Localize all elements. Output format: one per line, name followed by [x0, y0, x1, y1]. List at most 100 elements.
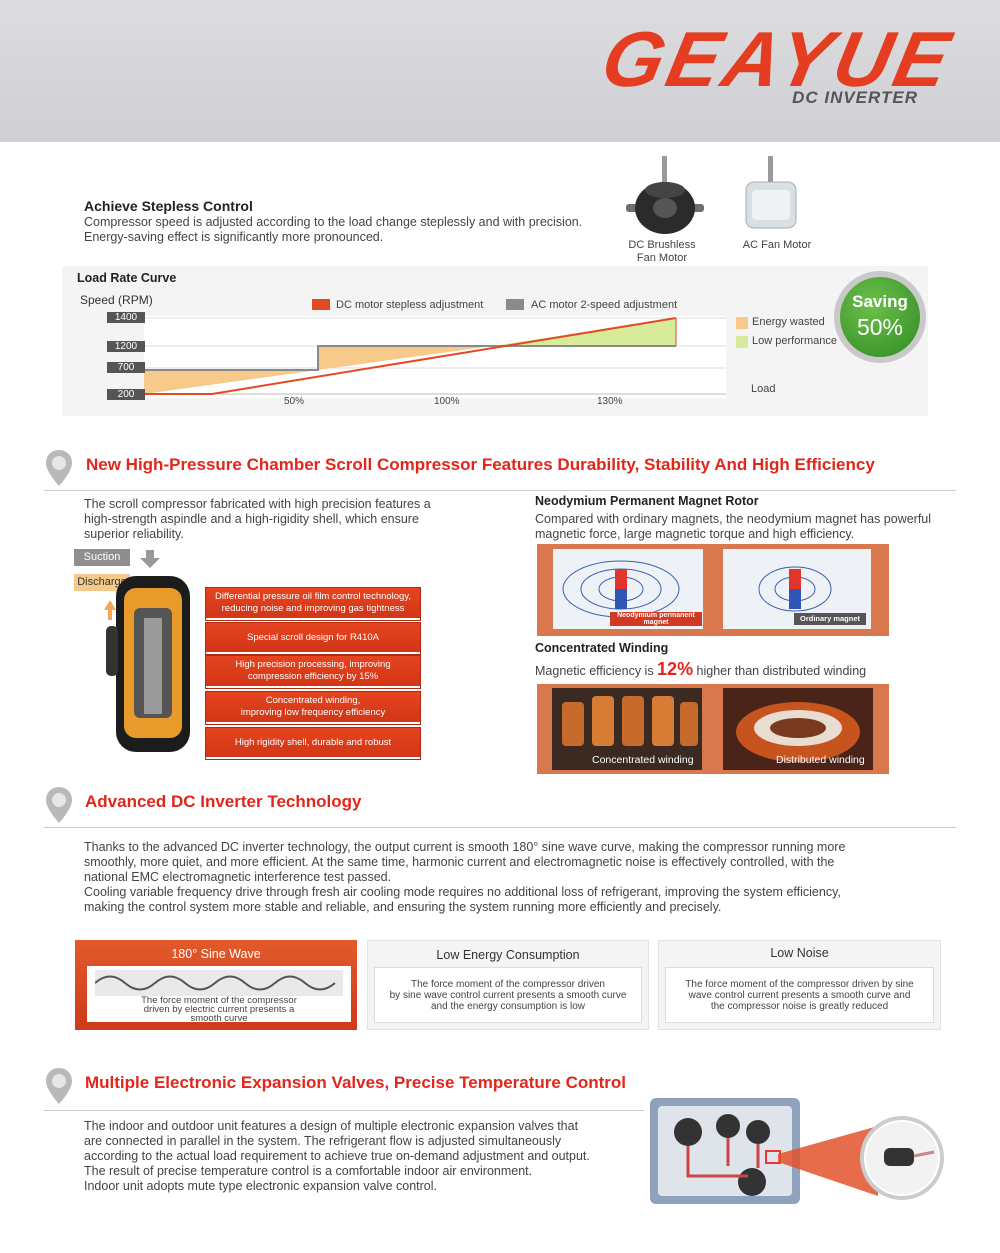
- valves-section-title: Multiple Electronic Expansion Valves, Pr…: [85, 1073, 627, 1092]
- card-low-energy: Low Energy Consumption The force moment …: [367, 940, 649, 1030]
- inverter-section-title: Advanced DC Inverter Technology: [85, 792, 362, 811]
- legend-swatch-ac: [506, 299, 524, 310]
- feature-5-line-1: High rigidity shell, durable and robust: [234, 736, 392, 748]
- compressor-desc-3: superior reliability.: [84, 527, 184, 541]
- rotor-line-1: Compared with ordinary magnets, the neod…: [535, 512, 932, 526]
- legend-swatch-low-performance: [736, 336, 748, 348]
- distributed-winding-tag: Distributed winding: [776, 754, 865, 766]
- sine-wave-icon: [95, 970, 343, 996]
- inverter-divider: [44, 827, 956, 828]
- location-pin-icon: [46, 450, 72, 486]
- feature-4-line-2: improving low frequency efficiency: [240, 707, 386, 718]
- inverter-p4: Cooling variable frequency drive through…: [84, 885, 841, 899]
- feature-3-line-2: compression efficiency by 15%: [247, 671, 379, 682]
- x-tick-100: 100%: [434, 396, 460, 407]
- scroll-compressor-image: [104, 550, 190, 752]
- stepless-line-2: Energy-saving effect is significantly mo…: [84, 230, 384, 244]
- winding-percent: 12%: [657, 659, 694, 679]
- concentrated-winding-image: [552, 688, 702, 770]
- inverter-p5: making the control system more stable an…: [84, 900, 722, 914]
- brand-subtitle: DC INVERTER: [792, 88, 918, 107]
- feature-4: Concentrated winding,improving low frequ…: [206, 692, 420, 724]
- valves-divider: [44, 1110, 644, 1111]
- legend-label-low-performance: Low performance: [752, 335, 837, 347]
- inverter-p1: Thanks to the advanced DC inverter techn…: [84, 840, 846, 854]
- dc-fan-motor-caption-1: DC Brushless: [628, 239, 696, 251]
- card-sine-wave-title: 180° Sine Wave: [171, 947, 261, 961]
- winding-post: higher than distributed winding: [693, 664, 867, 678]
- ac-fan-motor-image: [745, 156, 797, 229]
- card-sine-wave-line-1: The force moment of the compressor: [141, 995, 297, 1006]
- ordinary-magnet-tag: Ordinary magnet: [794, 613, 866, 625]
- ac-motor-line: [144, 345, 676, 371]
- legend-swatch-dc: [312, 299, 330, 310]
- y-tick-1200: 1200: [107, 341, 145, 352]
- chart-title: Load Rate Curve: [77, 271, 177, 285]
- stepless-line-1: Compressor speed is adjusted according t…: [84, 215, 583, 229]
- neodymium-tag: Neodymium permanent magnet: [610, 612, 702, 626]
- y-tick-700: 700: [107, 362, 145, 373]
- legend-label-energy-wasted: Energy wasted: [752, 316, 825, 328]
- feature-1: Differential pressure oil film control t…: [206, 588, 420, 620]
- feature-5: High rigidity shell, durable and robust: [206, 728, 420, 759]
- feature-2: Special scroll design for R410A: [206, 623, 420, 654]
- ac-fan-motor-caption: AC Fan Motor: [742, 239, 812, 251]
- expansion-valve-image: [650, 1098, 944, 1204]
- dc-fan-motor-caption-2: Fan Motor: [636, 252, 688, 264]
- stepless-title: Achieve Stepless Control: [84, 198, 253, 214]
- legend-swatch-energy-wasted: [736, 317, 748, 329]
- discharge-arrow-icon: [104, 600, 116, 620]
- winding-title-text: Concentrated Winding: [535, 641, 669, 655]
- y-tick-200: 200: [107, 389, 145, 400]
- card-sine-wave: 180° Sine Wave The force moment of the c…: [75, 940, 357, 1030]
- card-low-noise-line-2: wave control current presents a smooth c…: [688, 989, 911, 1001]
- valves-line-4: The result of precise temperature contro…: [84, 1164, 533, 1178]
- load-rate-chart: [144, 316, 726, 398]
- feature-4-line-1: Concentrated winding,: [265, 695, 361, 706]
- chart-y-label: Speed (RPM): [80, 293, 153, 307]
- y-tick-1400: 1400: [107, 312, 145, 323]
- dc-motor-line: [144, 317, 677, 395]
- compressor-section-title: New High-Pressure Chamber Scroll Compres…: [86, 455, 875, 474]
- valves-line-1: The indoor and outdoor unit features a d…: [84, 1119, 579, 1133]
- card-low-energy-line-3: and the energy consumption is low: [431, 1000, 585, 1012]
- legend-label-dc: DC motor stepless adjustment: [336, 299, 484, 311]
- card-sine-wave-body: The force moment of the compressor drive…: [87, 966, 351, 1024]
- location-pin-icon: [46, 1068, 72, 1104]
- chart-x-label: Load: [751, 383, 776, 395]
- card-low-energy-body: The force moment of the compressor drive…: [374, 967, 642, 1023]
- rotor-line-2: magnetic force, large magnetic torque an…: [535, 527, 855, 541]
- card-low-energy-title: Low Energy Consumption: [436, 948, 580, 962]
- card-sine-wave-line-3: smooth curve: [190, 1013, 248, 1024]
- rotor-title: Neodymium Permanent Magnet Rotor: [535, 494, 759, 508]
- inverter-p3: national EMC electromagnetic interferenc…: [84, 870, 392, 884]
- card-low-noise-line-3: the compressor noise is greatly reduced: [710, 1000, 889, 1012]
- feature-1-line-1: Differential pressure oil film control t…: [214, 591, 412, 602]
- dc-fan-motor-caption: DC Brushless Fan Motor: [612, 239, 712, 265]
- saving-badge: Saving 50%: [840, 277, 920, 357]
- winding-pre: Magnetic efficiency is: [535, 664, 658, 678]
- legend-label-ac: AC motor 2-speed adjustment: [531, 299, 678, 311]
- card-sine-wave-line-2: driven by electric current presents a: [143, 1004, 295, 1015]
- dc-fan-motor-image: [626, 156, 704, 234]
- card-low-energy-line-2: by sine wave control current presents a …: [389, 989, 627, 1001]
- inverter-p2: smoothly, more quiet, and more efficient…: [84, 855, 835, 869]
- brand-logo: GEAYUE: [462, 15, 961, 103]
- card-low-noise-title: Low Noise: [770, 946, 829, 960]
- valves-line-3: according to the actual load requirement…: [84, 1149, 590, 1163]
- suction-label: Suction: [74, 549, 130, 566]
- compressor-desc-1: The scroll compressor fabricated with hi…: [84, 497, 431, 511]
- discharge-label: Discharge: [74, 574, 130, 591]
- card-low-noise-body: The force moment of the compressor drive…: [665, 967, 934, 1023]
- header-banner: [0, 0, 1000, 142]
- card-low-noise-line-1: The force moment of the compressor drive…: [685, 978, 914, 990]
- compressor-desc-2: high-strength aspindle and a high-rigidi…: [84, 512, 419, 526]
- suction-arrow-icon: [140, 550, 160, 568]
- valves-line-5: Indoor unit adopts mute type electronic …: [84, 1179, 437, 1193]
- card-low-energy-line-1: The force moment of the compressor drive…: [411, 978, 605, 990]
- saving-badge-label: Saving: [852, 292, 908, 311]
- location-pin-icon: [46, 787, 72, 823]
- compressor-divider: [44, 490, 956, 491]
- winding-title: Concentrated Winding: [535, 641, 668, 655]
